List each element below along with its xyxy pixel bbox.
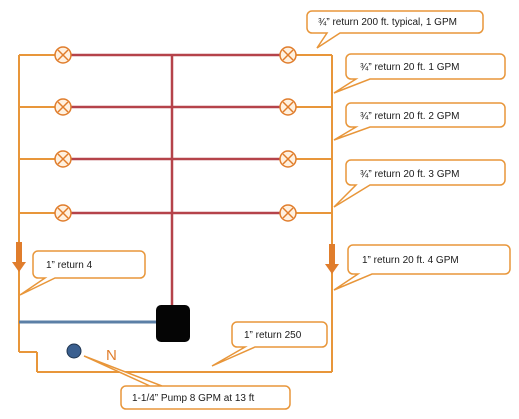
branch-rows xyxy=(19,53,332,215)
callout-main-return: 1” return 250 xyxy=(211,321,328,367)
tank-icon xyxy=(156,305,190,342)
callout-pump-text: 1-1/4” Pump 8 GPM at 13 ft xyxy=(132,393,254,404)
fixtures xyxy=(54,46,297,222)
circle-x-fixture-icon xyxy=(279,46,297,64)
circle-x-fixture-icon xyxy=(279,204,297,222)
circle-x-fixture-icon xyxy=(54,98,72,116)
callout-return-2gpm: ¾” return 20 ft. 2 GPM xyxy=(333,102,506,141)
callout-top-return: ¾” return 200 ft. typical, 1 GPM xyxy=(306,10,484,49)
circle-x-fixture-icon xyxy=(54,204,72,222)
callout-return-4gpm: 1” return 20 ft. 4 GPM xyxy=(333,244,511,291)
callout-pump: 1-1/4” Pump 8 GPM at 13 ft xyxy=(83,355,291,410)
down-arrow-icon xyxy=(325,244,339,274)
down-arrow-icon xyxy=(12,242,26,272)
callout-return-3gpm: ¾” return 20 ft. 3 GPM xyxy=(333,159,506,208)
circle-x-fixture-icon xyxy=(54,46,72,64)
circle-x-fixture-icon xyxy=(279,98,297,116)
callout-return-1gpm-text: ¾” return 20 ft. 1 GPM xyxy=(360,62,459,73)
callout-top-return-text: ¾” return 200 ft. typical, 1 GPM xyxy=(318,17,457,28)
circle-x-fixture-icon xyxy=(54,150,72,168)
callout-return-4gpm-text: 1” return 20 ft. 4 GPM xyxy=(362,255,459,266)
callout-left-return: 1” return 4 xyxy=(19,250,146,296)
callout-left-return-text: 1” return 4 xyxy=(46,260,93,271)
callout-main-return-text: 1” return 250 xyxy=(244,330,302,341)
callout-return-1gpm: ¾” return 20 ft. 1 GPM xyxy=(333,53,506,94)
pump-label: N xyxy=(106,347,117,364)
callout-return-2gpm-text: ¾” return 20 ft. 2 GPM xyxy=(360,111,459,122)
callout-return-3gpm-text: ¾” return 20 ft. 3 GPM xyxy=(360,169,459,180)
circle-x-fixture-icon xyxy=(279,150,297,168)
pump-icon xyxy=(66,343,82,359)
